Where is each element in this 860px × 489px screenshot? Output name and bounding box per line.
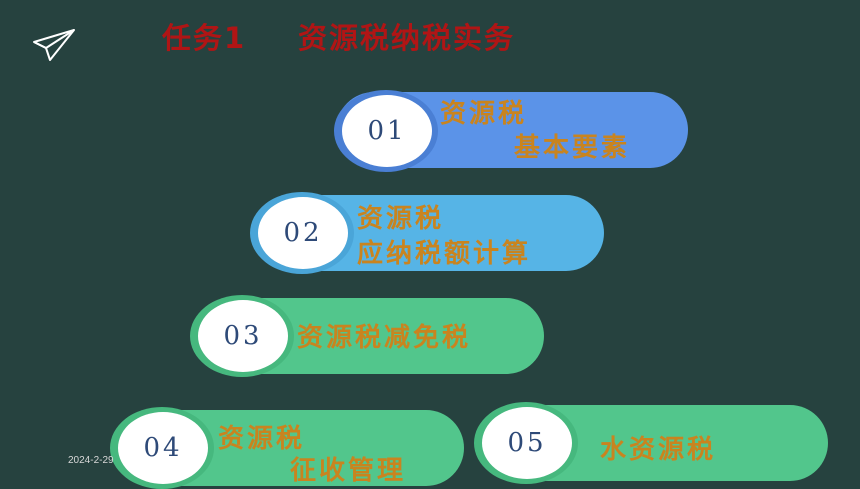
item-number: 01 — [342, 95, 432, 167]
item-label-line1: 资源税 — [218, 424, 306, 454]
item-number: 02 — [258, 197, 348, 269]
item-label-line2: 征收管理 — [290, 456, 407, 486]
slide-title-number: 任务1 — [162, 21, 247, 55]
slide-title: 资源税纳税实务 — [298, 21, 516, 55]
item-number: 04 — [118, 412, 208, 484]
paper-plane-icon — [33, 29, 75, 61]
item-label-line1: 水资源税 — [600, 435, 717, 465]
item-label-line1: 资源税 — [357, 204, 445, 234]
item-label-line2: 基本要素 — [514, 133, 631, 163]
item-number: 03 — [198, 300, 288, 372]
item-label-line1: 资源税 — [440, 99, 528, 129]
item-number: 05 — [482, 407, 572, 479]
slide-date: 2024-2-29 — [68, 455, 114, 466]
item-label-line1: 资源税减免税 — [297, 323, 472, 353]
item-label-line2: 应纳税额计算 — [357, 239, 532, 269]
